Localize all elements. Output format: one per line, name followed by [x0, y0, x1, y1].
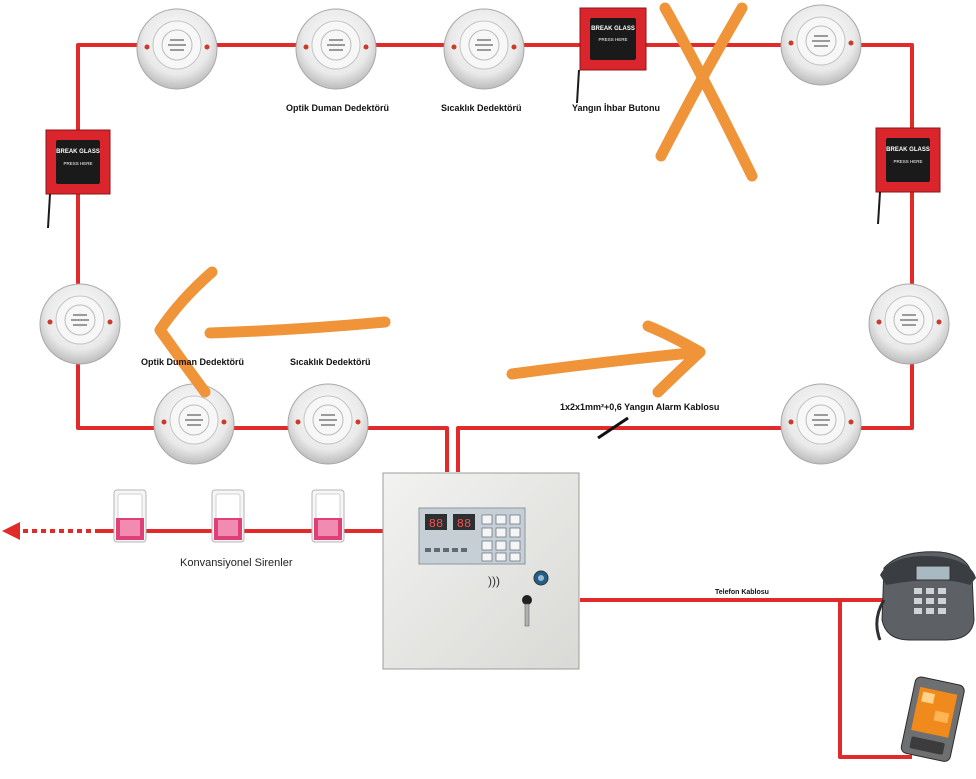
manual-call-point: BREAK GLASS PRESS HERE — [45, 129, 111, 229]
mobile-phone — [900, 676, 965, 762]
arrow-head-icon — [2, 522, 20, 540]
call-point-text: BREAK GLASS — [886, 147, 930, 153]
heat-detector-label: Sıcaklık Dedektörü — [441, 103, 522, 113]
manual-call-point: BREAK GLASS PRESS HERE — [576, 7, 647, 104]
heat-detector-label: Sıcaklık Dedektörü — [290, 357, 371, 367]
control-panel: 88 88 ))) — [382, 472, 580, 670]
smoke-detector — [780, 4, 862, 86]
call-point-text: PRESS HERE — [63, 161, 92, 166]
smoke-detector — [39, 283, 121, 365]
telephone — [875, 551, 976, 641]
call-point-text: PRESS HERE — [598, 37, 627, 42]
call-point-text: PRESS HERE — [893, 159, 922, 164]
phone-cable-label: Telefon Kablosu — [715, 589, 769, 596]
smoke-detector-label: Optik Duman Dedektörü — [141, 357, 245, 367]
call-point-text: BREAK GLASS — [591, 26, 635, 32]
cable-marker — [597, 416, 629, 440]
panel-display-text: 88 — [457, 517, 471, 531]
smoke-detector — [153, 383, 235, 465]
smoke-detector — [868, 283, 950, 365]
smoke-detector — [295, 8, 377, 90]
key-icon — [522, 595, 532, 627]
call-point-text: BREAK GLASS — [56, 149, 100, 155]
call-point-label: Yangın İhbar Butonu — [572, 103, 660, 113]
siren — [211, 489, 245, 543]
smoke-detector — [136, 8, 218, 90]
panel-keypad — [481, 514, 521, 562]
handwritten-annotation — [154, 2, 758, 398]
siren — [113, 489, 147, 543]
cable-label: 1x2x1mm²+0,6 Yangın Alarm Kablosu — [560, 402, 720, 412]
heat-detector — [443, 8, 525, 90]
manual-call-point: BREAK GLASS PRESS HERE — [875, 127, 941, 225]
smoke-detector — [780, 383, 862, 465]
panel-display-text: 88 — [429, 517, 443, 531]
svg-text:))): ))) — [488, 574, 500, 588]
siren — [311, 489, 345, 543]
smoke-detector-label: Optik Duman Dedektörü — [286, 103, 390, 113]
sirens-label: Konvansiyonel Sirenler — [180, 557, 293, 569]
heat-detector — [287, 383, 369, 465]
